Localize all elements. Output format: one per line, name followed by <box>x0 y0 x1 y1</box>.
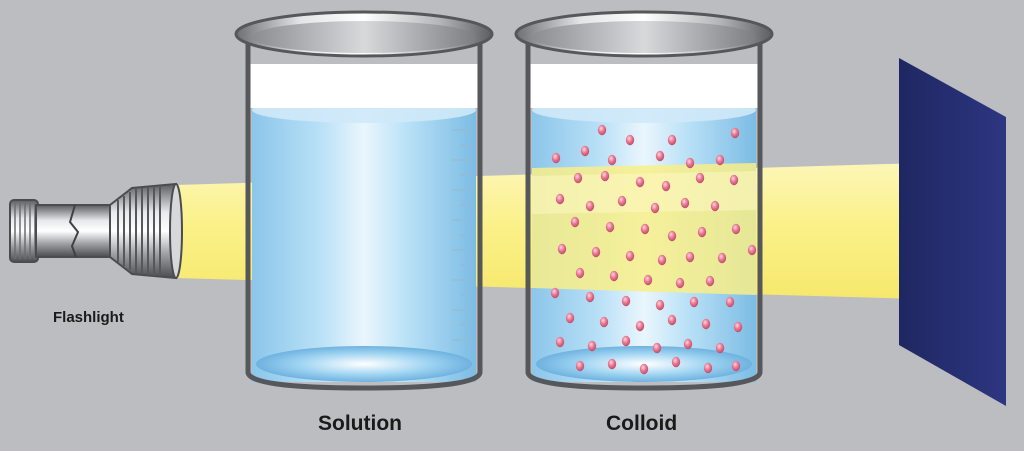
colloid-particle <box>652 342 662 354</box>
colloid-particle <box>733 321 743 333</box>
colloid-particle <box>715 154 725 166</box>
colloid-particle <box>667 314 677 326</box>
colloid-particle <box>725 296 735 308</box>
colloid-particle <box>717 252 727 264</box>
projection-screen <box>899 58 1006 406</box>
colloid-particle <box>680 197 690 209</box>
colloid-particle <box>661 180 671 192</box>
colloid-particle <box>715 342 725 354</box>
colloid-particle <box>621 295 631 307</box>
colloid-particle <box>580 145 590 157</box>
colloid-particle <box>701 318 711 330</box>
colloid-particle <box>657 254 667 266</box>
colloid-particle <box>675 277 685 289</box>
colloid-particle <box>655 299 665 311</box>
colloid-particle <box>551 152 561 164</box>
colloid-particle <box>565 312 575 324</box>
colloid-particle <box>667 230 677 242</box>
colloid-particle <box>643 274 653 286</box>
colloid-label: Colloid <box>606 412 678 435</box>
colloid-particle <box>573 172 583 184</box>
colloid-particle <box>685 251 695 263</box>
colloid-particle <box>710 200 720 212</box>
colloid-particle <box>640 223 650 235</box>
colloid-particle <box>607 358 617 370</box>
colloid-particle <box>667 134 677 146</box>
solution-label: Solution <box>318 412 402 435</box>
colloid-particles <box>550 124 757 375</box>
colloid-particle <box>671 356 681 368</box>
colloid-particle <box>695 172 705 184</box>
colloid-particle <box>703 362 713 374</box>
colloid-particle <box>599 316 609 328</box>
colloid-particle <box>570 216 580 228</box>
colloid-particle <box>605 221 615 233</box>
colloid-particle <box>689 296 699 308</box>
colloid-particle <box>597 124 607 136</box>
colloid-particle <box>607 154 617 166</box>
colloid-particle <box>550 287 560 299</box>
solution-beaker <box>234 10 494 391</box>
colloid-particle <box>650 202 660 214</box>
colloid-particle <box>609 270 619 282</box>
colloid-particle <box>731 223 741 235</box>
colloid-particle <box>555 193 565 205</box>
colloid-particle <box>635 176 645 188</box>
colloid-particle <box>625 134 635 146</box>
colloid-particle <box>625 250 635 262</box>
colloid-particle <box>747 244 757 256</box>
colloid-particle <box>731 360 741 372</box>
colloid-particle <box>729 174 739 186</box>
colloid-particle <box>585 200 595 212</box>
colloid-particle <box>635 320 645 332</box>
colloid-beaker <box>514 10 774 391</box>
colloid-particle <box>655 150 665 162</box>
flashlight-label: Flashlight <box>53 309 124 326</box>
colloid-particle <box>555 336 565 348</box>
colloid-particle <box>557 243 567 255</box>
colloid-particle <box>575 267 585 279</box>
colloid-particle <box>575 360 585 372</box>
colloid-particle <box>730 127 740 139</box>
colloid-particle <box>617 195 627 207</box>
colloid-particle <box>600 170 610 182</box>
colloid-particle <box>585 291 595 303</box>
colloid-particle <box>639 363 649 375</box>
colloid-particle <box>591 246 601 258</box>
colloid-particle <box>685 157 695 169</box>
colloid-particle <box>697 226 707 238</box>
colloid-particle <box>587 340 597 352</box>
colloid-particle <box>683 338 693 350</box>
flashlight <box>9 182 183 280</box>
colloid-particle <box>705 275 715 287</box>
colloid-particle <box>621 335 631 347</box>
